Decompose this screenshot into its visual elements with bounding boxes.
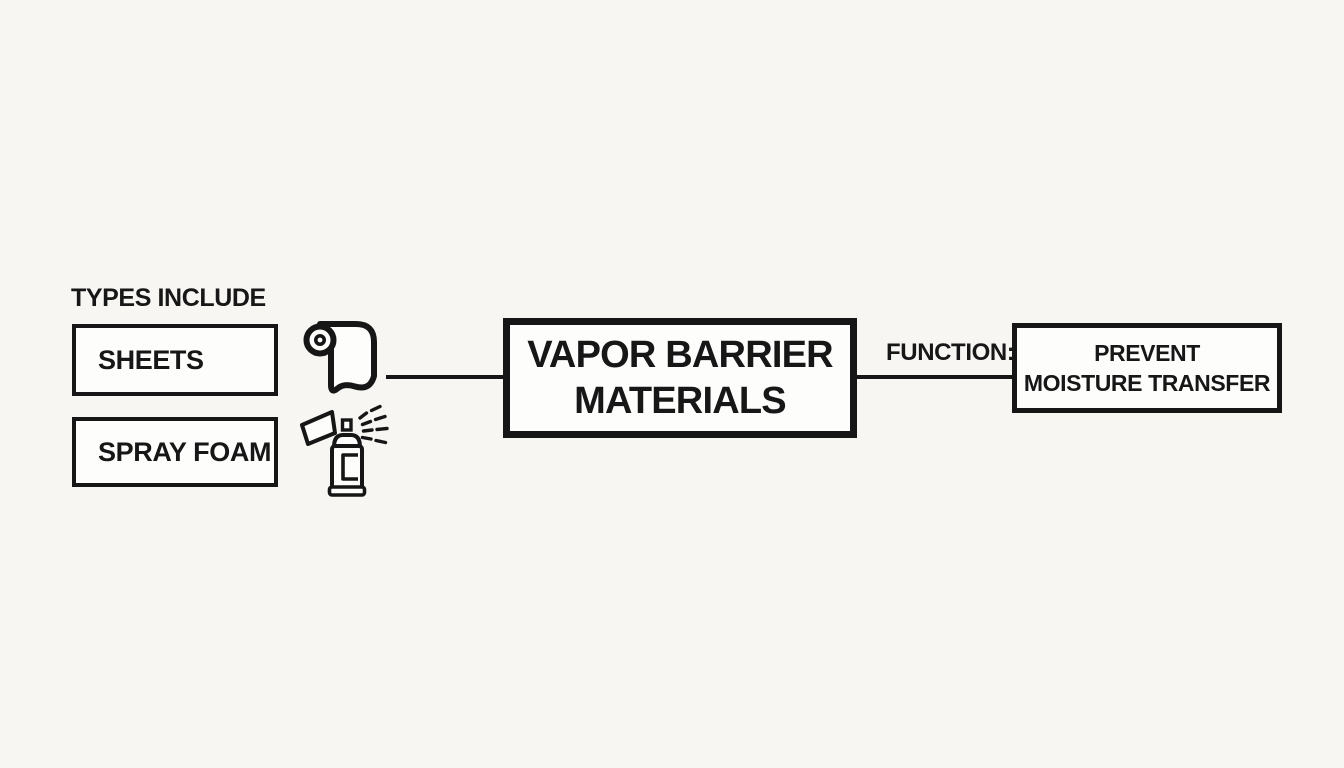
node-vapor-barrier-materials: VAPOR BARRIER MATERIALS: [503, 318, 857, 438]
center-label-line1: VAPOR BARRIER: [527, 334, 833, 376]
connector-types-to-center: [386, 375, 503, 379]
node-prevent-moisture-transfer-label: PREVENT MOISTURE TRANSFER: [1023, 338, 1271, 398]
types-include-label: TYPES INCLUDE: [71, 284, 266, 312]
node-vapor-barrier-materials-label: VAPOR BARRIER MATERIALS: [527, 332, 833, 424]
node-spray-foam: SPRAY FOAM: [72, 417, 278, 487]
prevent-label-line1: PREVENT: [1094, 340, 1200, 366]
connector-center-to-function: [857, 375, 1012, 379]
spray-can-icon: [296, 403, 396, 503]
center-label-line2: MATERIALS: [574, 380, 786, 422]
node-prevent-moisture-transfer: PREVENT MOISTURE TRANSFER: [1012, 323, 1282, 413]
node-sheets-label: SHEETS: [98, 344, 204, 375]
node-sheets: SHEETS: [72, 324, 278, 396]
sheet-roll-icon: [299, 317, 379, 406]
prevent-label-line2: MOISTURE TRANSFER: [1023, 370, 1271, 396]
node-spray-foam-label: SPRAY FOAM: [98, 436, 272, 467]
function-label: FUNCTION:: [886, 339, 1015, 366]
